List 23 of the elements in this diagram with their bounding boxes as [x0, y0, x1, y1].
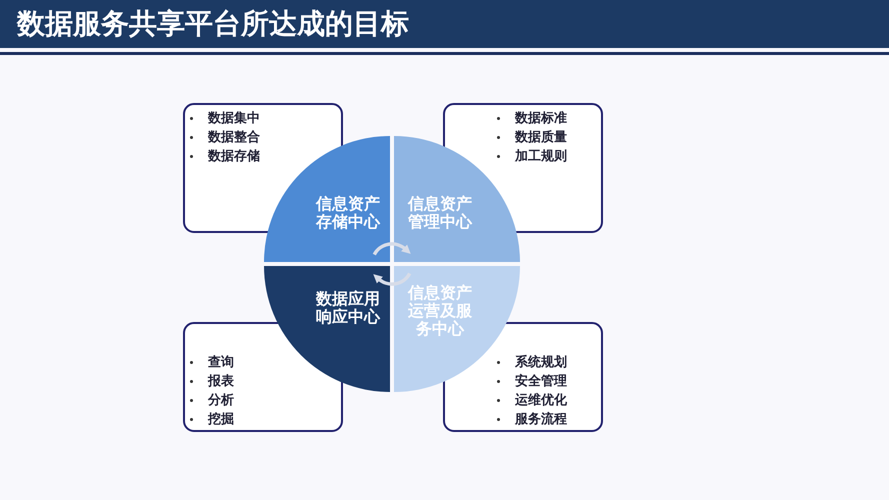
bullet-item: 加工规则	[495, 147, 567, 166]
bullet-item: 数据整合	[188, 128, 260, 147]
bullet-item: 数据存储	[188, 147, 260, 166]
bullet-item: 查询	[188, 353, 234, 372]
curved-arrow	[372, 242, 412, 256]
bullet-item: 数据集中	[188, 109, 260, 128]
bullet-item: 挖掘	[188, 410, 234, 429]
page-title: 数据服务共享平台所达成的目标	[17, 8, 409, 40]
bullet-item: 报表	[188, 372, 234, 391]
curved-arrow	[372, 272, 412, 286]
segment-label: 数据应用响应中心	[314, 290, 382, 326]
bullet-item: 数据质量	[495, 128, 567, 147]
bullet-item: 数据标准	[495, 109, 567, 128]
bullet-item: 服务流程	[495, 410, 567, 429]
bullet-item: 安全管理	[495, 372, 567, 391]
bullet-item: 运维优化	[495, 391, 567, 410]
segment-label: 信息资产存储中心	[314, 195, 382, 231]
bullet-item: 分析	[188, 391, 234, 410]
quadrant-segment	[264, 266, 390, 392]
segment-label: 信息资产管理中心	[406, 195, 474, 231]
quadrant-segment	[264, 136, 390, 262]
segment-label: 信息资产运营及服务中心	[406, 284, 473, 338]
bullet-item: 系统规划	[495, 353, 567, 372]
